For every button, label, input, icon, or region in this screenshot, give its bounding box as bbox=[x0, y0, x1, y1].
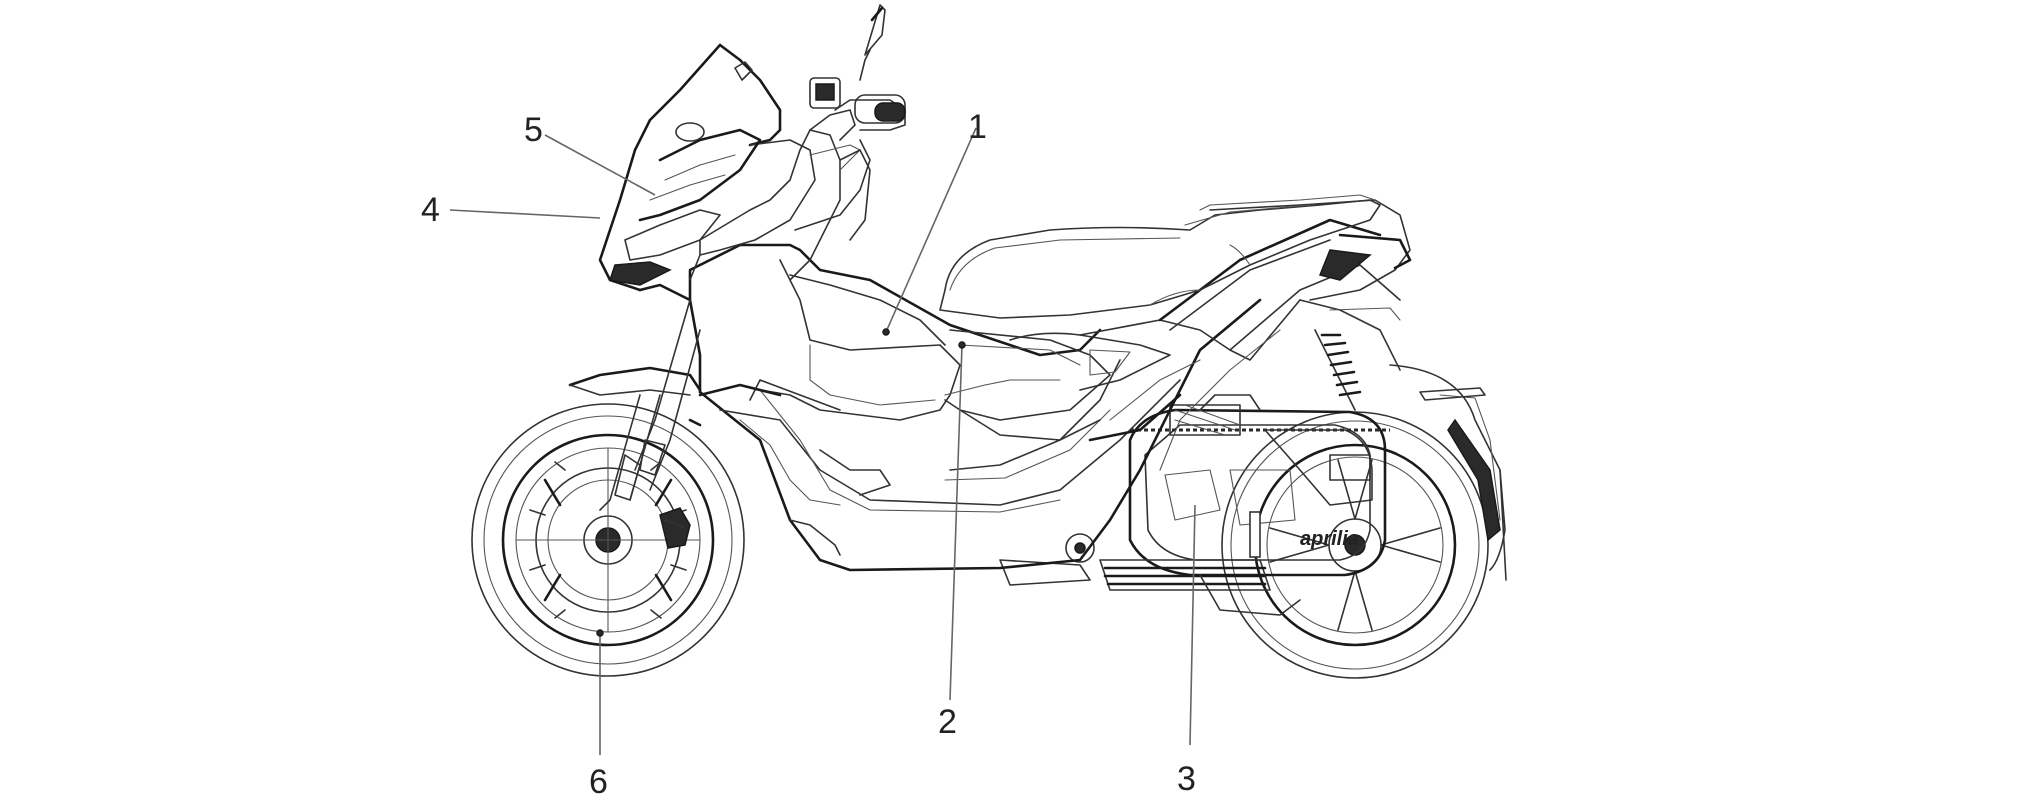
callout-4: 4 bbox=[421, 191, 440, 229]
rear-fender bbox=[1389, 364, 1507, 581]
aprilia-logo: aprilia bbox=[1300, 528, 1359, 550]
leader-line-3 bbox=[1189, 504, 1196, 746]
callout-markers bbox=[596, 328, 966, 637]
rear-shock bbox=[1314, 329, 1362, 411]
callout-5: 5 bbox=[524, 111, 543, 149]
leader-line-4 bbox=[449, 209, 601, 219]
engine-cvt: aprilia bbox=[999, 394, 1390, 616]
callout-6: 6 bbox=[589, 763, 608, 797]
callout-3: 3 bbox=[1177, 760, 1196, 797]
callout-leader-lines bbox=[449, 127, 1196, 755]
handlebar bbox=[809, 4, 906, 141]
callout-labels: 1 2 3 4 5 6 bbox=[421, 108, 1196, 797]
seat bbox=[939, 194, 1381, 319]
body-frame bbox=[688, 199, 1412, 572]
leader-line-2 bbox=[949, 344, 963, 701]
leader-line-5 bbox=[544, 134, 656, 196]
callout-2: 2 bbox=[938, 703, 957, 741]
leader-line-1 bbox=[885, 127, 977, 333]
callout-1: 1 bbox=[968, 108, 987, 146]
front-cowl bbox=[598, 43, 871, 302]
front-fork-fender bbox=[568, 299, 702, 511]
front-wheel bbox=[471, 403, 745, 677]
